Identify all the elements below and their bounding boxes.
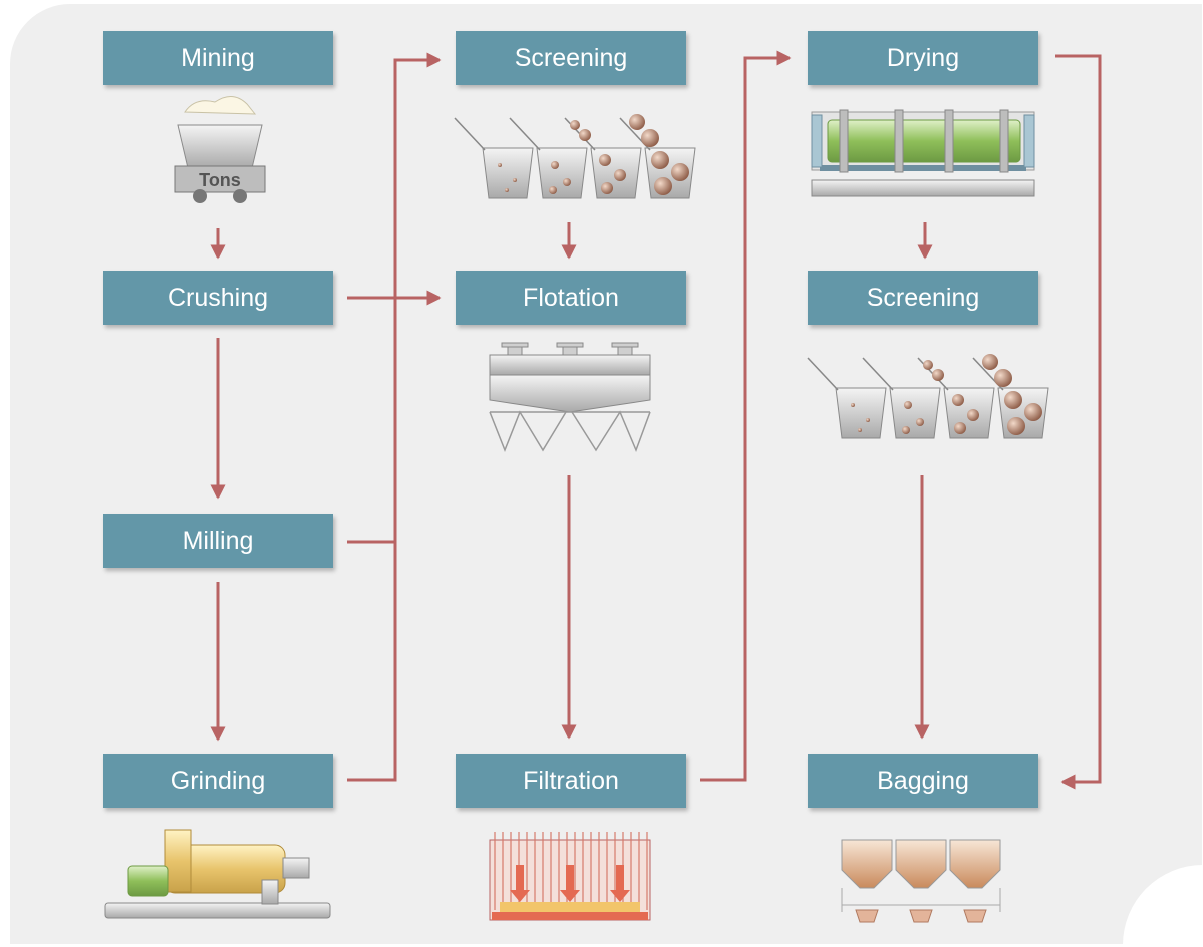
step-screening-1: Screening: [456, 31, 686, 85]
arrow-filtration-to-drying: [700, 50, 792, 782]
arrow-grinding-to-screening: [347, 52, 442, 782]
dryer-drum-icon: [811, 109, 1035, 197]
step-bagging: Bagging: [808, 754, 1038, 808]
bagging-hoppers-icon: [841, 839, 1001, 923]
step-milling: Milling: [103, 514, 333, 568]
screening-bins-icon-1: [454, 114, 696, 199]
mine-cart-icon: Tons: [174, 96, 266, 203]
arrow-drying-to-bagging: [1055, 54, 1102, 790]
flotation-cells-icon: [489, 342, 651, 453]
flow-connectors: [210, 50, 1102, 790]
cart-label: Tons: [199, 170, 241, 190]
screening-bins-icon-2: [807, 354, 1049, 439]
step-drying: Drying: [808, 31, 1038, 85]
step-crushing: Crushing: [103, 271, 333, 325]
filtration-unit-icon: [489, 832, 651, 921]
step-grinding: Grinding: [103, 754, 333, 808]
step-flotation: Flotation: [456, 271, 686, 325]
grinding-mill-icon: [104, 829, 331, 919]
step-filtration: Filtration: [456, 754, 686, 808]
step-screening-2: Screening: [808, 271, 1038, 325]
step-mining: Mining: [103, 31, 333, 85]
